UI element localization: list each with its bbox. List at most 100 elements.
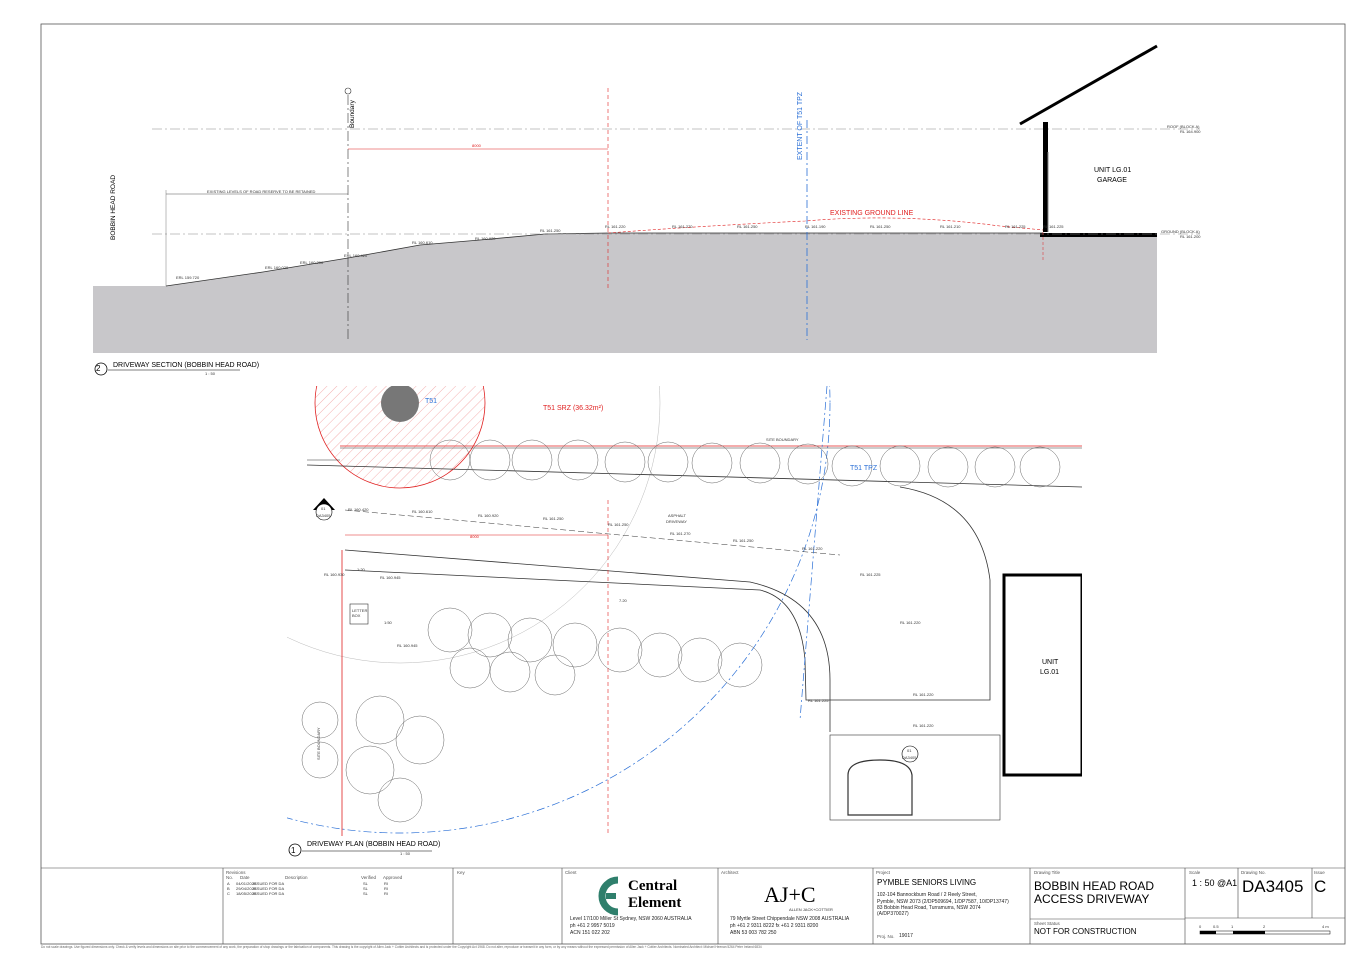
architect-logo: AJ+C bbox=[764, 882, 816, 907]
site-boundary-label: SITE BOUNDARY bbox=[766, 437, 799, 442]
plan-level: RL 161.270 bbox=[670, 531, 691, 536]
plan-level: RL 161.220 bbox=[802, 546, 823, 551]
ground-profile bbox=[93, 233, 1157, 353]
unit-lg01-walls bbox=[1002, 573, 1082, 777]
plan-misc: 1:20 bbox=[357, 567, 365, 572]
rev-b-verified: SL bbox=[363, 886, 368, 891]
existing-ground-line bbox=[607, 217, 1044, 234]
architect-address: 79 Myrtle Street Chippendale NSW 2008 AU… bbox=[730, 916, 850, 922]
architect-logo-sub: ALLEN JACK+COTTIER bbox=[789, 907, 833, 912]
dim-8000-section: 8000 bbox=[472, 143, 481, 148]
drawing-title-line2: ACCESS DRIVEWAY bbox=[1034, 892, 1150, 906]
scale-tick: 2 bbox=[1263, 924, 1266, 929]
client-acn: ACN 151 022 202 bbox=[570, 930, 610, 936]
scale-label: Scale bbox=[1189, 870, 1201, 875]
plan-level: RL 160.610 bbox=[412, 509, 433, 514]
section-level: RL 161.270 bbox=[672, 224, 693, 229]
issue-label: Issue bbox=[1314, 870, 1325, 875]
sheet-status-label: Sheet Status bbox=[1034, 921, 1060, 926]
rev-b-date: 29/04/2020 bbox=[236, 886, 257, 891]
rev-col-desc: Description bbox=[285, 875, 308, 880]
client-label: Client bbox=[565, 870, 577, 875]
t51-srz-circle bbox=[314, 386, 486, 489]
road-boundary-label: SITE BOUNDARY bbox=[316, 727, 321, 760]
boundary-label: Boundary bbox=[349, 100, 356, 128]
client-address: Level 17/100 Miller St Sydney, NSW 2060 … bbox=[570, 916, 692, 922]
rev-a-approved: RI bbox=[384, 881, 388, 886]
rev-c-date: 18/05/2020 bbox=[236, 891, 257, 896]
road-label: BOBBIN HEAD ROAD bbox=[110, 174, 117, 240]
section-level: ERL 160.420 bbox=[344, 253, 368, 258]
road-reserve-note: EXISTING LEVELS OF ROAD RESERVE TO BE RE… bbox=[207, 189, 316, 194]
ground-rl: RL 161.200 bbox=[1180, 234, 1201, 239]
shrub-cluster-bottom bbox=[301, 607, 763, 823]
rev-col-date: Date bbox=[240, 875, 250, 880]
tpz-label-plan: T51 TPZ bbox=[850, 465, 878, 472]
project-address4: (A/DP370027) bbox=[877, 911, 909, 917]
rev-c-verified: SL bbox=[363, 891, 368, 896]
title-block bbox=[41, 867, 1345, 944]
plan-level: RL 160.920 bbox=[478, 513, 499, 518]
section-marker-id: 01 bbox=[321, 506, 326, 511]
section-marker-2-icon bbox=[901, 745, 919, 763]
drawing-title-label: Drawing Title bbox=[1034, 870, 1061, 875]
plan-level: RL 161.250 bbox=[543, 516, 564, 521]
letter-box bbox=[349, 603, 369, 625]
garage-label: GARAGE bbox=[1097, 177, 1127, 184]
boundary-marker-icon bbox=[344, 87, 352, 95]
dim-8000-plan: 8000 bbox=[470, 534, 479, 539]
section-level: RL 161.225 bbox=[1005, 224, 1026, 229]
drawing-title-line1: BOBBIN HEAD ROAD bbox=[1034, 879, 1155, 893]
roof-label: ROOF (BLOCK A) bbox=[1167, 124, 1200, 129]
revisions-header: Revisions bbox=[226, 870, 246, 875]
car-icon bbox=[847, 759, 913, 816]
section-level: RL 160.610 bbox=[412, 240, 433, 245]
section-marker-2-id: 01 bbox=[907, 748, 912, 753]
rev-c-approved: RI bbox=[384, 891, 388, 896]
section-1-marker-icon bbox=[288, 843, 302, 857]
section-level: RL 161.250 bbox=[870, 224, 891, 229]
rev-col-approved: Approved bbox=[383, 875, 403, 880]
plan-level: RL 160.945 bbox=[380, 575, 401, 580]
roof-line bbox=[1019, 44, 1158, 126]
roof-rl: RL 164.900 bbox=[1180, 129, 1201, 134]
ground-label: GROUND (BLOCK A) bbox=[1161, 229, 1200, 234]
proj-no: 19017 bbox=[899, 933, 913, 939]
rev-a-date: 04/01/2020 bbox=[236, 881, 257, 886]
scale-tick: 0 bbox=[1199, 924, 1202, 929]
project-name: PYMBLE SENIORS LIVING bbox=[877, 878, 977, 887]
driveway-label: DRIVEWAY bbox=[666, 519, 687, 524]
driveway-plan-drawing bbox=[287, 386, 1082, 857]
client-name-line1: Central bbox=[628, 878, 678, 894]
section-level: RL 161.190 bbox=[805, 224, 826, 229]
project-address2: Pymble, NSW 2073 (2/DP509694, 1/DP7587, … bbox=[877, 899, 1009, 905]
section-level: ERL 160.200 bbox=[300, 260, 324, 265]
issue: C bbox=[1314, 877, 1327, 896]
section-marker-sheet: DA3405 bbox=[316, 513, 331, 518]
section-1-title: DRIVEWAY PLAN (BOBBIN HEAD ROAD) bbox=[307, 841, 441, 848]
scale-tick: 4 m bbox=[1322, 924, 1329, 929]
letter-box-label: LETTER BOX bbox=[352, 608, 368, 618]
footer-note: Do not scale drawings. Use figured dimen… bbox=[41, 945, 762, 949]
existing-ground-label: EXISTING GROUND LINE bbox=[830, 210, 914, 217]
driveway-edge bbox=[344, 486, 991, 701]
rev-col-verified: Verified bbox=[361, 875, 377, 880]
plan-level: RL 160.930 bbox=[324, 572, 345, 577]
section-level: ERL 160.020 bbox=[265, 265, 289, 270]
plan-misc: 7.20 bbox=[619, 598, 627, 603]
drawing-no-label: Drawing No. bbox=[1241, 870, 1266, 875]
proj-no-label: Proj. No. bbox=[877, 934, 895, 939]
section-1-number: 1 bbox=[291, 846, 296, 855]
sheet-status: NOT FOR CONSTRUCTION bbox=[1034, 927, 1137, 936]
plan-level: RL 161.220 bbox=[913, 692, 934, 697]
plan-level: RL 161.225 bbox=[808, 698, 829, 703]
rev-b-approved: RI bbox=[384, 886, 388, 891]
key-label: Key bbox=[457, 870, 465, 875]
rev-col-no: No. bbox=[226, 875, 234, 880]
plan-level: RL 161.225 bbox=[860, 572, 881, 577]
unit-label-plan: UNIT bbox=[1042, 659, 1059, 666]
section-2-marker-icon bbox=[94, 362, 108, 376]
rev-c-desc: ISSUED FOR DA bbox=[253, 891, 285, 896]
plan-level: RL 161.250 bbox=[733, 538, 754, 543]
section-level: ERL 159.720 bbox=[176, 275, 200, 280]
